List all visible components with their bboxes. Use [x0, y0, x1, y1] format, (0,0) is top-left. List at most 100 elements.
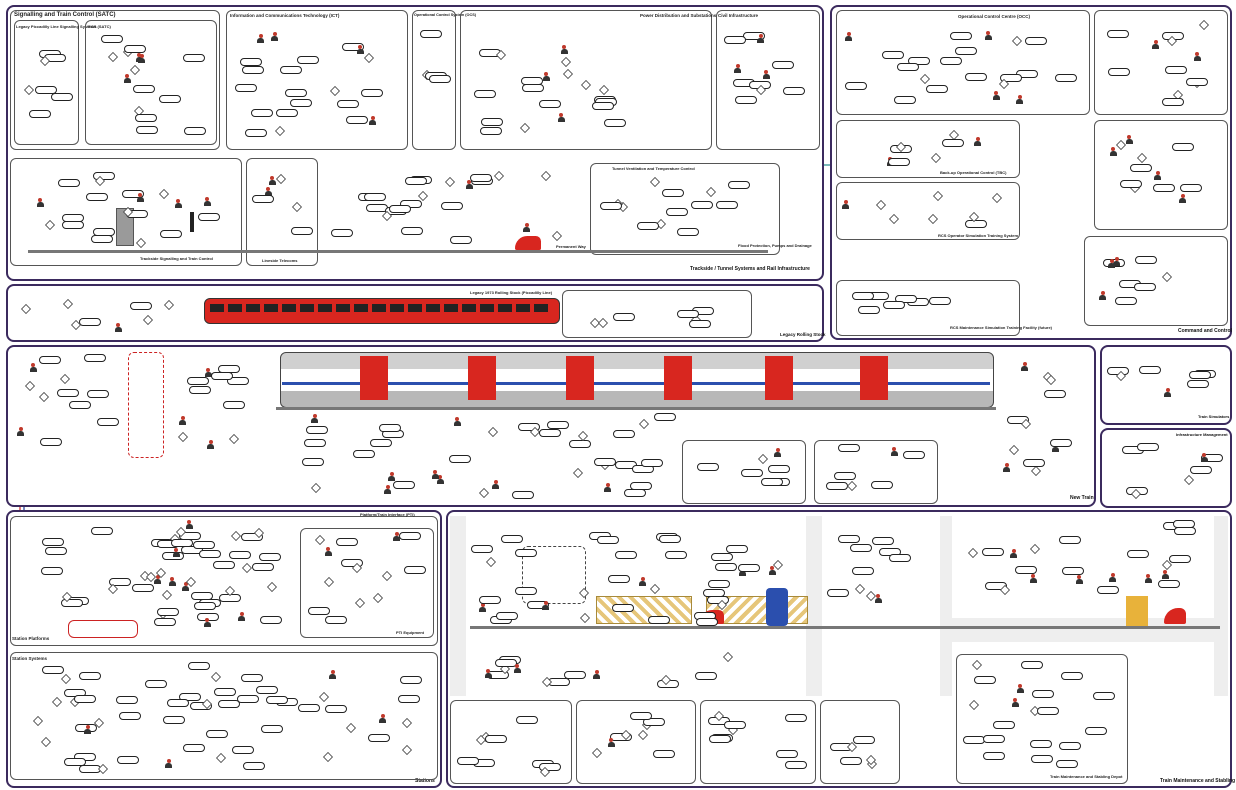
interface-diamond [105, 584, 121, 594]
component-node [858, 306, 880, 314]
component-node [659, 535, 681, 543]
interface-diamond [37, 56, 53, 66]
legacy-rolling-stock-title: Legacy Rolling Stock [780, 332, 826, 337]
component-node [1037, 707, 1059, 715]
component-node [45, 547, 67, 555]
new-train-door-3 [566, 356, 594, 400]
interface-diamond [442, 177, 458, 187]
component-node [368, 734, 390, 742]
interface-diamond [1113, 140, 1129, 150]
component-node [401, 227, 423, 235]
component-node [834, 472, 856, 480]
component-node [58, 179, 80, 187]
component-node [630, 482, 652, 490]
component-node [193, 541, 215, 549]
interface-diamond [560, 69, 576, 79]
component-node [1107, 30, 1129, 38]
person-icon [543, 72, 550, 81]
depot-box-1 [450, 700, 572, 784]
new-train-rail [276, 407, 996, 410]
interface-diamond [1028, 466, 1044, 476]
component-node [404, 566, 426, 574]
interface-diamond [264, 582, 280, 592]
interface-diamond [1006, 445, 1022, 455]
component-node [838, 444, 860, 452]
component-node [1190, 466, 1212, 474]
component-node [983, 735, 1005, 743]
component-node [290, 99, 312, 107]
interface-diamond [175, 432, 191, 442]
component-node [84, 354, 106, 362]
interface-diamond [997, 585, 1013, 595]
command-control-title: Command and Control [1178, 328, 1232, 334]
component-node [117, 756, 139, 764]
person-icon [204, 618, 211, 627]
interface-diamond [120, 207, 136, 217]
component-node [1127, 550, 1149, 558]
component-node [963, 736, 985, 744]
component-node [214, 688, 236, 696]
component-node [91, 235, 113, 243]
interface-diamond [289, 202, 305, 212]
interface-diamond [183, 577, 199, 587]
component-node [229, 551, 251, 559]
component-node [496, 612, 518, 620]
component-node [398, 695, 420, 703]
component-node [133, 85, 155, 93]
train-simulators-region [1100, 345, 1232, 425]
component-node [1189, 371, 1211, 379]
station-platforms-title: Station Platforms [12, 636, 49, 641]
interface-diamond [1018, 419, 1034, 429]
interface-diamond [596, 85, 612, 95]
interface-diamond [228, 531, 244, 541]
component-node [39, 356, 61, 364]
component-node [223, 401, 245, 409]
person-icon [492, 480, 499, 489]
person-icon [1012, 698, 1019, 707]
component-node [160, 230, 182, 238]
component-node [539, 429, 561, 437]
component-node [91, 527, 113, 535]
component-node [1134, 283, 1156, 291]
interface-diamond [917, 74, 933, 84]
interface-diamond [222, 586, 238, 596]
rcs-maintenance-title: RCS Maintenance Simulation Training Faci… [950, 325, 1052, 330]
trainborne-dashed-box [128, 352, 164, 458]
interface-diamond [595, 318, 611, 328]
person-icon [207, 440, 214, 449]
component-node [850, 544, 872, 552]
component-node [1162, 98, 1184, 106]
interface-diamond [153, 568, 169, 578]
component-node [666, 208, 688, 216]
component-node [145, 680, 167, 688]
interface-diamond [1159, 272, 1175, 282]
person-icon [523, 223, 530, 232]
component-node [450, 236, 472, 244]
depot-box-5 [956, 654, 1128, 784]
component-node [1097, 586, 1119, 594]
component-node [1174, 527, 1196, 535]
infra-maintenance-box [1084, 236, 1228, 326]
interface-diamond [1027, 544, 1043, 554]
person-icon [179, 416, 186, 425]
person-icon [271, 32, 278, 41]
component-node [715, 563, 737, 571]
component-node [1135, 256, 1157, 264]
component-node [1031, 755, 1053, 763]
interface-diamond [208, 672, 224, 682]
person-icon [137, 193, 144, 202]
interface-diamond [966, 700, 982, 710]
interface-diamond [844, 481, 860, 491]
component-node [613, 313, 635, 321]
component-node [608, 575, 630, 583]
interface-diamond [873, 200, 889, 210]
interface-diamond [22, 381, 38, 391]
component-node [189, 386, 211, 394]
rcs-title: RCS (SATC) [88, 24, 111, 29]
component-node [194, 602, 216, 610]
component-node [211, 372, 233, 380]
interface-diamond [399, 745, 415, 755]
interface-diamond [647, 584, 663, 594]
train-simulators-title: Train Simulators [1198, 414, 1229, 419]
component-node [364, 193, 386, 201]
